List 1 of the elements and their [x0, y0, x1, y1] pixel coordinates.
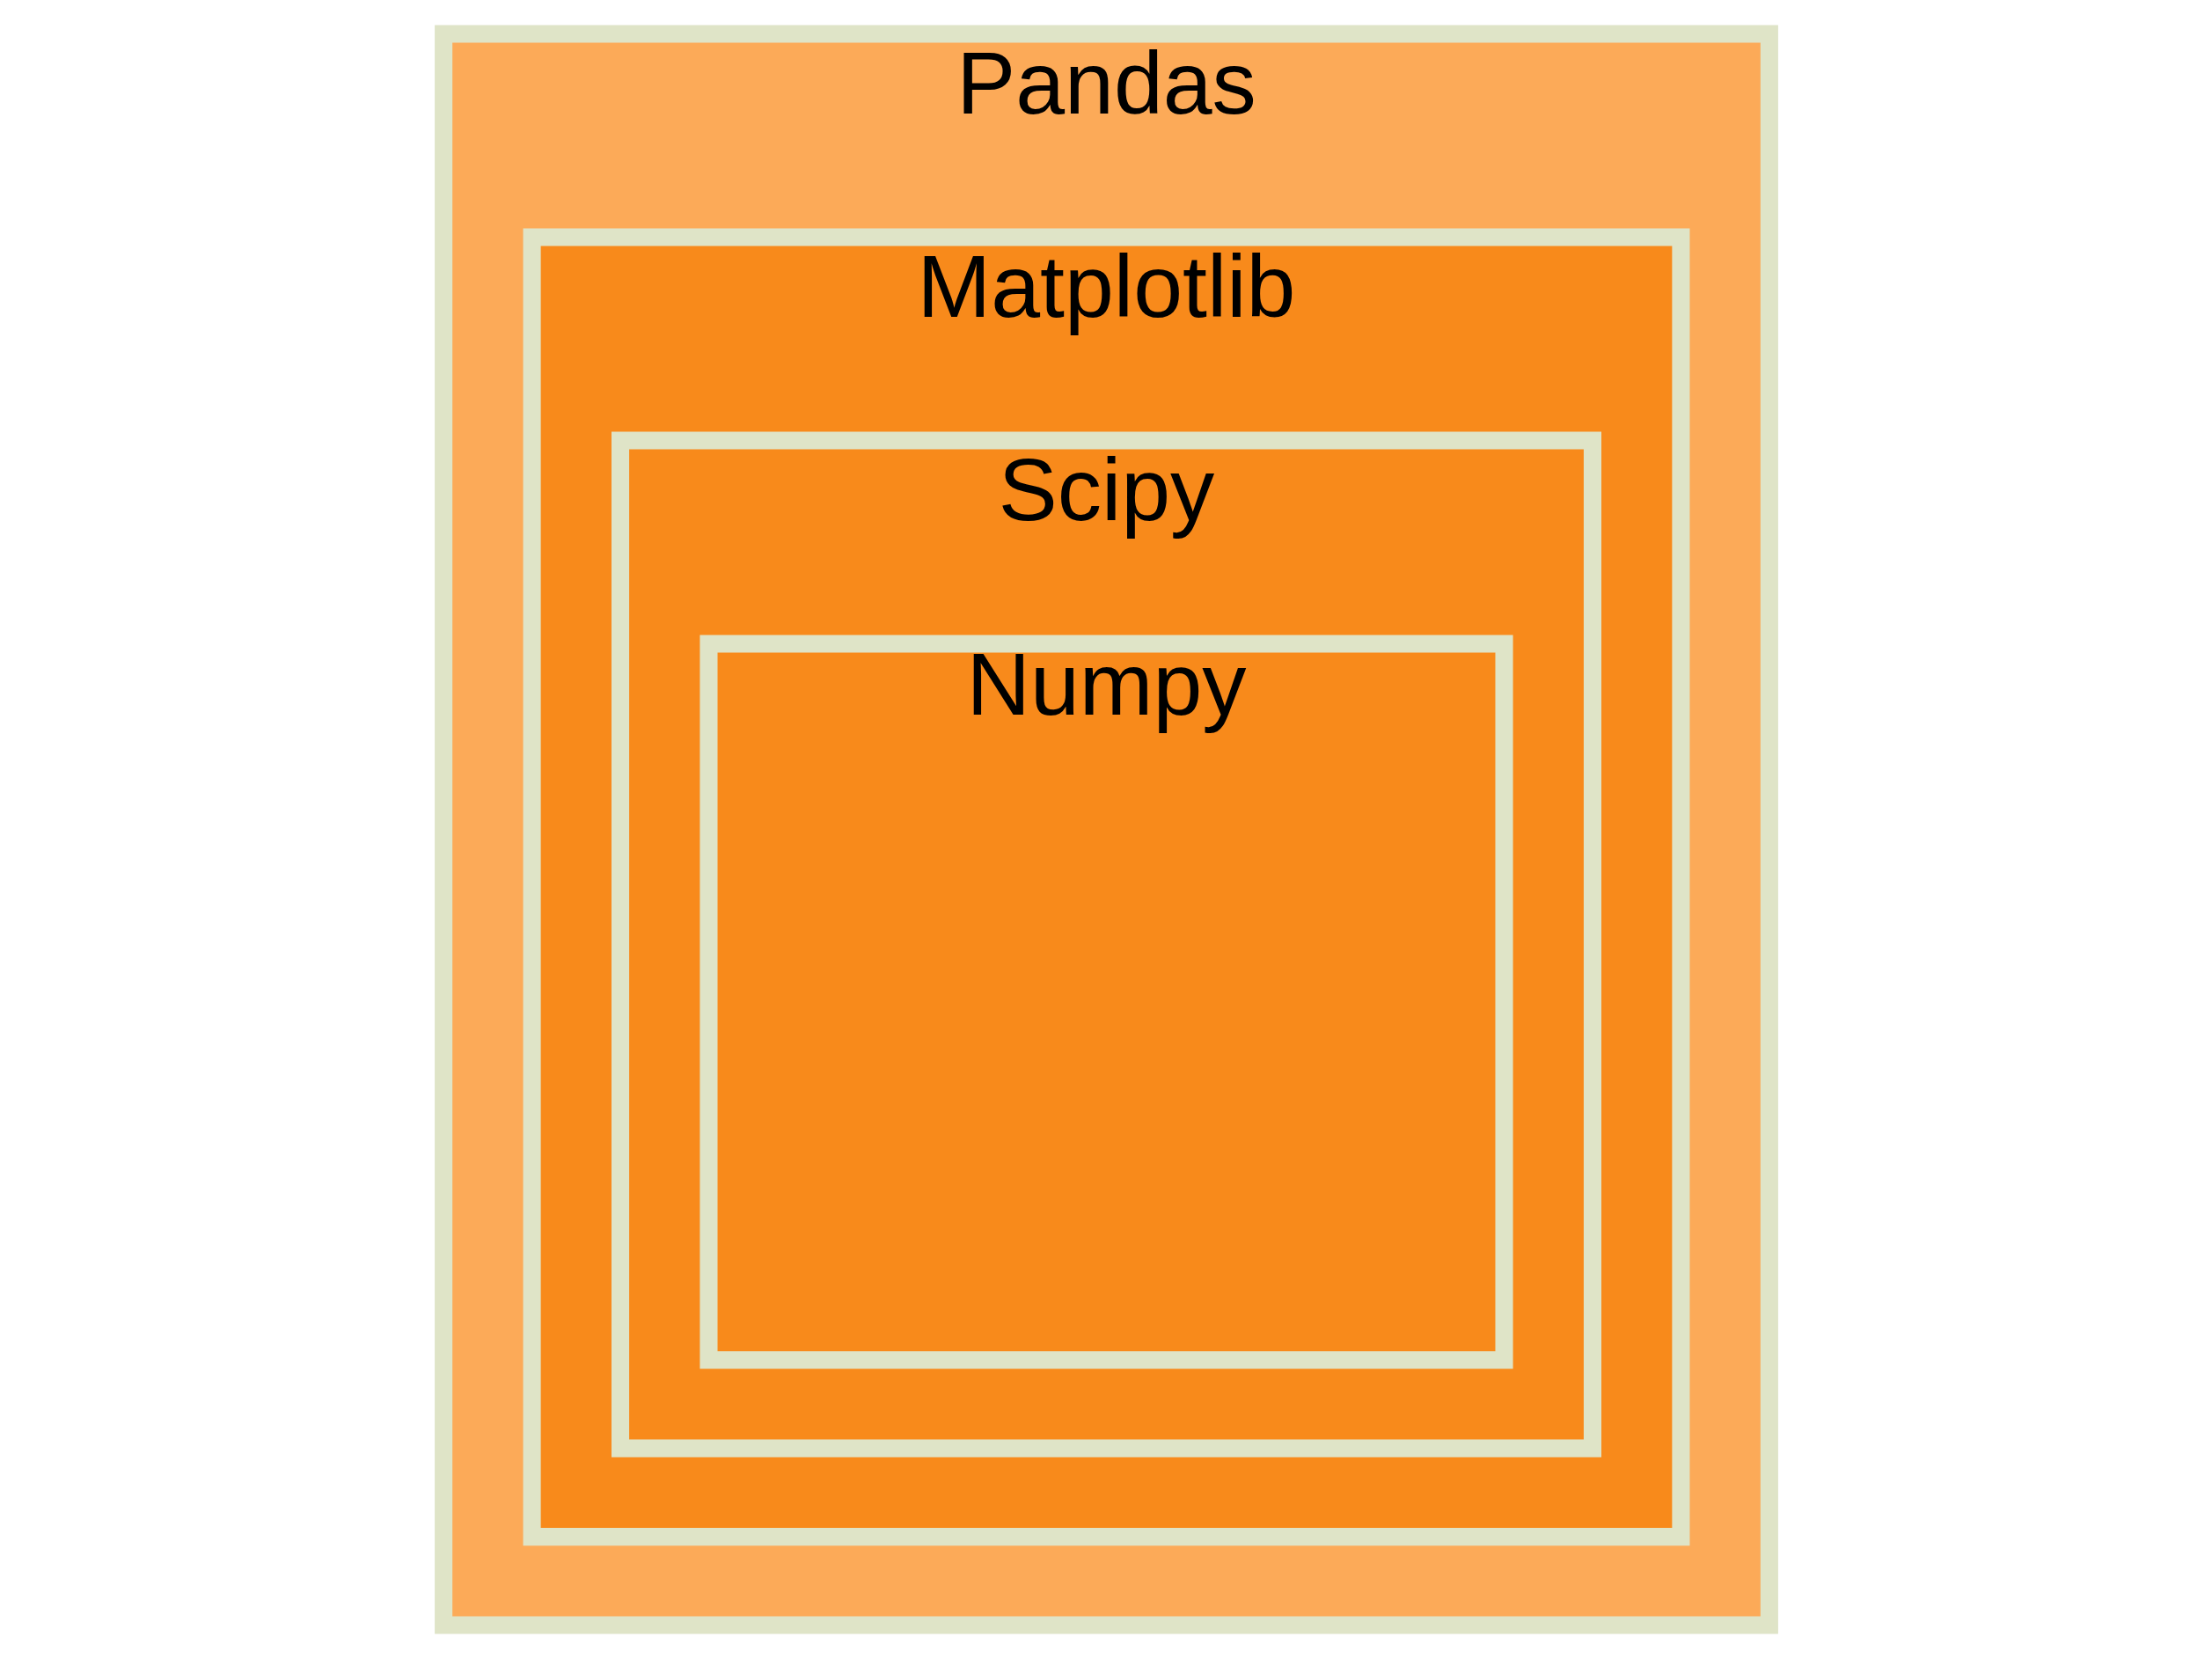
node-box: Numpy — [699, 635, 1513, 1369]
